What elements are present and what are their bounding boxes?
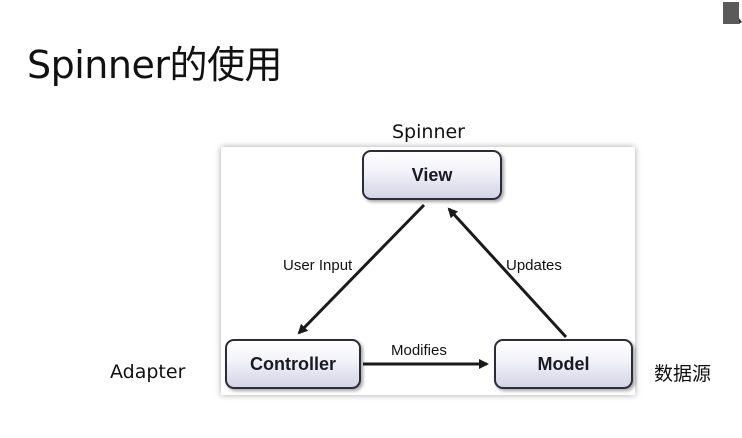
mvc-diagram: View Controller Model User Input Updates… [221,147,635,395]
adapter-label: Adapter [110,361,186,383]
edge-label-user-input: User Input [283,257,353,274]
view-node: View [362,150,502,200]
spinner-label: Spinner [392,121,465,143]
model-node: Model [494,339,633,389]
diagram-arrows [297,203,568,369]
controller-node-label: Controller [249,353,336,374]
bookmark-icon[interactable] [722,0,742,26]
controller-node: Controller [225,339,361,389]
data-source-label: 数据源 [654,363,712,385]
view-node-label: View [411,164,453,185]
arrow-model-to-view [447,207,568,339]
edge-label-updates: Updates [506,257,562,274]
edge-label-modifies: Modifies [391,342,447,359]
slide-title: Spinner的使用 [27,43,282,87]
model-node-label: Model [537,353,590,374]
arrow-view-to-controller [297,203,426,335]
